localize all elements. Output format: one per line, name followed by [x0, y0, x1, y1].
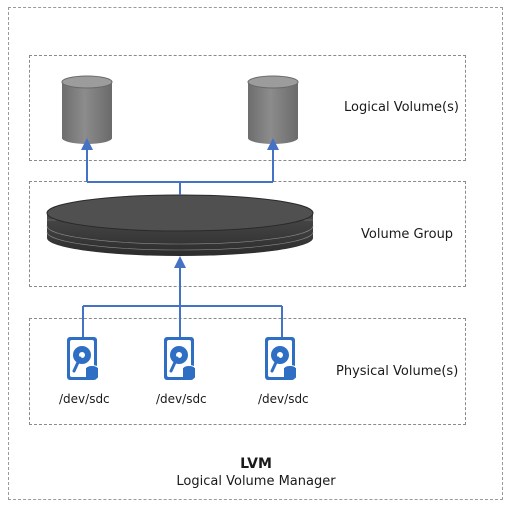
- lvm-outer-frame: [8, 7, 503, 500]
- physical-volumes-label: Physical Volume(s): [336, 364, 459, 379]
- database-cylinder-icon: [61, 75, 113, 144]
- vg-to-lv-connectors: [81, 138, 279, 195]
- device-label: /dev/sdc: [156, 392, 207, 406]
- pv-to-vg-connectors: [82, 256, 283, 337]
- logical-volumes-label: Logical Volume(s): [344, 100, 459, 115]
- volume-group-label: Volume Group: [361, 227, 454, 242]
- database-cylinder-icon: [247, 75, 299, 144]
- device-label: /dev/sdc: [258, 392, 309, 406]
- hard-drive-icon: [164, 337, 196, 380]
- hard-drive-icon: [67, 337, 99, 380]
- diagram-title: LVM: [240, 456, 272, 472]
- physical-volumes-lane: [29, 318, 466, 425]
- hard-drive-icon: [265, 337, 297, 380]
- diagram-subtitle: Logical Volume Manager: [176, 474, 336, 489]
- device-label: /dev/sdc: [59, 392, 110, 406]
- volume-group-disk-icon: [46, 194, 314, 256]
